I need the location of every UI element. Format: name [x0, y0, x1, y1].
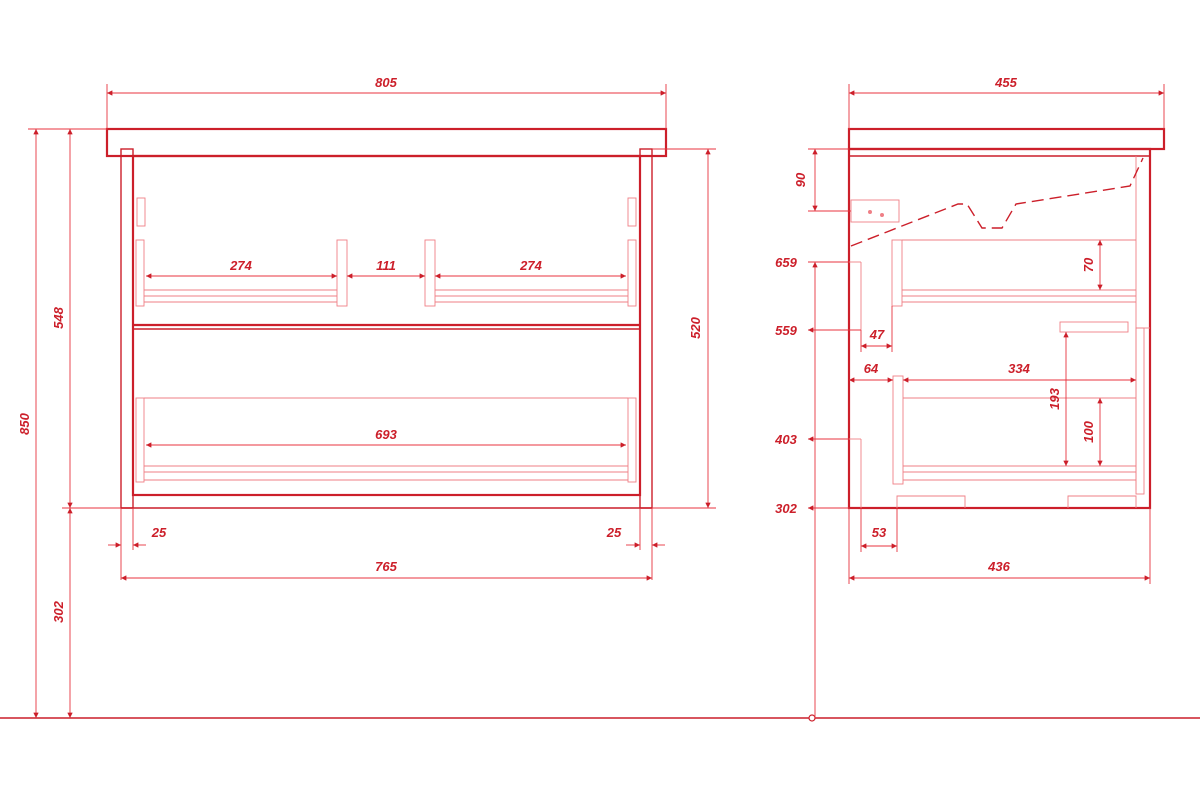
dim-sink-depth: 90 [793, 148, 851, 212]
dim-drawer-left: 274 [146, 258, 337, 279]
dim-body-depth-label: 436 [987, 559, 1010, 574]
dim-lower-drawer-total: 193 [1047, 332, 1069, 466]
dim-drawer-left-label: 274 [229, 258, 252, 273]
side-lower-drawer [892, 327, 1145, 508]
dim-level-403-label: 403 [774, 432, 797, 447]
dim-upper-drawer-height-label: 70 [1081, 257, 1096, 272]
dim-drawer-depth-label: 334 [1008, 361, 1030, 376]
front-view: 805 274 111 274 693 25 [17, 75, 716, 718]
dim-level-403: 403 [774, 432, 849, 447]
side-countertop [847, 127, 1166, 151]
dim-front-height: 520 [652, 148, 716, 509]
dim-drawer-right-label: 274 [519, 258, 542, 273]
dim-overall-depth-label: 455 [994, 75, 1017, 90]
dim-bottom-offset-label: 53 [872, 525, 887, 540]
dim-overall-width-label: 805 [375, 75, 397, 90]
side-front-panels [849, 261, 862, 508]
dim-body-width-label: 765 [375, 559, 397, 574]
dim-drawer-depth: 334 [903, 361, 1136, 383]
dim-offset-47-label: 47 [869, 327, 885, 342]
dim-lower-drawer-height-label: 100 [1081, 420, 1096, 442]
sink-profile [850, 157, 1144, 247]
dim-total-height-label: 850 [17, 412, 32, 434]
dim-body-width: 765 [121, 559, 652, 581]
dim-offset-64: 64 [849, 361, 893, 383]
front-lower-drawer [135, 397, 637, 483]
side-upper-drawer [891, 239, 1136, 333]
dim-side-left: 25 [108, 508, 167, 580]
dim-inner-width-label: 693 [375, 427, 397, 442]
dim-sink-depth-label: 90 [793, 172, 808, 187]
dim-top-height-label: 548 [51, 306, 66, 328]
dim-top-height: 548 [51, 128, 121, 509]
dim-floor-clearance-label: 302 [51, 600, 66, 622]
dim-upper-drawer-height: 70 [1081, 240, 1103, 290]
dim-level-302: 302 [775, 501, 849, 516]
side-view: 455 90 659 559 403 302 [774, 75, 1166, 718]
dim-front-height-label: 520 [688, 316, 703, 338]
dim-lower-drawer-total-label: 193 [1047, 387, 1062, 409]
floor-line [0, 714, 1200, 722]
dim-side-left-label: 25 [151, 525, 167, 540]
dim-lower-drawer-height: 100 [1081, 398, 1103, 466]
dim-body-depth: 436 [848, 508, 1151, 584]
dim-side-right: 25 [606, 508, 665, 580]
dim-level-559: 559 [775, 323, 861, 338]
dim-level-659-label: 659 [775, 255, 797, 270]
dim-total-height: 850 [17, 128, 62, 718]
front-countertop [105, 127, 668, 158]
side-cabinet-body [847, 147, 1152, 510]
dim-overall-depth: 455 [848, 75, 1165, 129]
dim-inner-width: 693 [146, 427, 626, 448]
front-right-side-panel [639, 148, 653, 509]
dim-level-559-label: 559 [775, 323, 797, 338]
dim-floor-clearance: 302 [51, 508, 73, 718]
dim-bottom-offset: 53 [860, 508, 898, 552]
dim-level-302-label: 302 [775, 501, 797, 516]
dim-offset-64-label: 64 [864, 361, 879, 376]
front-upper-drawer [135, 197, 637, 307]
dim-level-659: 659 [775, 255, 849, 270]
dim-offset-47: 47 [860, 306, 893, 352]
dim-overall-width: 805 [106, 75, 667, 129]
dim-drawer-gap: 111 [347, 258, 425, 279]
dim-drawer-right: 274 [435, 258, 626, 279]
dim-drawer-gap-label: 111 [376, 258, 396, 273]
dim-side-right-label: 25 [606, 525, 622, 540]
front-left-side-panel [120, 148, 134, 509]
